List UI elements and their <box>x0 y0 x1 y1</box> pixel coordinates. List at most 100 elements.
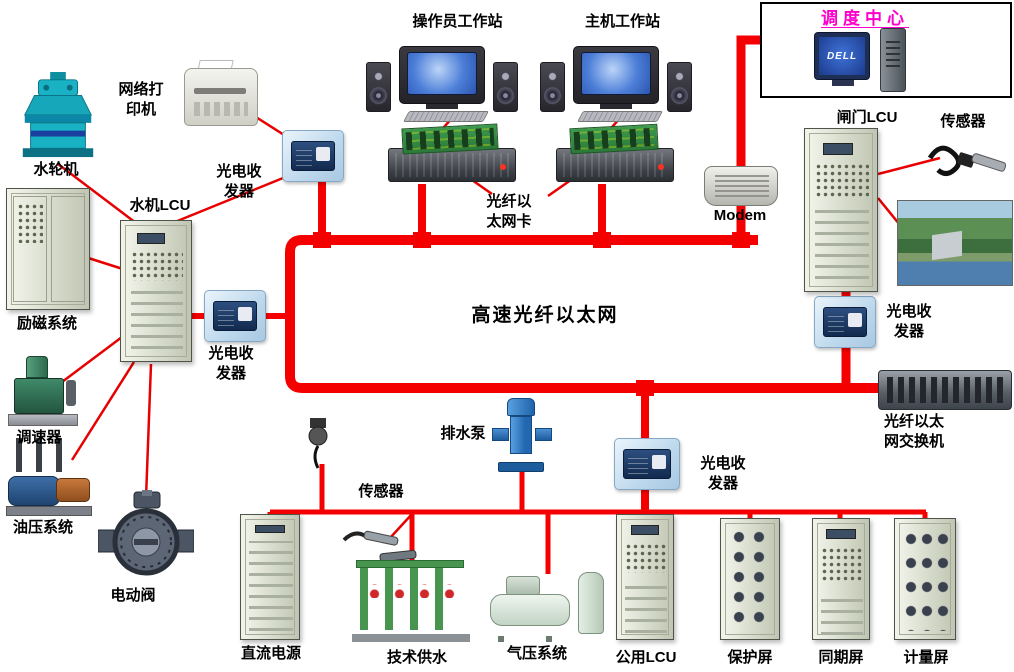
dell-logo: DELL <box>826 50 858 62</box>
label-drain-pump: 排水泵 <box>440 425 486 442</box>
keyboard <box>403 111 489 122</box>
label-fiber-switch: 光纤以太 网交换机 <box>883 413 944 450</box>
vent-rows <box>821 591 863 635</box>
label-dc-power: 直流电源 <box>240 645 301 662</box>
label-bus-title: 高速光纤以太网 <box>471 305 619 326</box>
label-fiber-nic: 光纤以 太网卡 <box>486 193 532 230</box>
printer-body <box>184 68 258 126</box>
label-governor: 调速器 <box>16 429 62 446</box>
oil-pressure-image <box>6 438 92 516</box>
label-sync-panel: 同期屏 <box>818 649 864 666</box>
operator-workstation-image <box>366 46 518 122</box>
label-host-workstation: 主机工作站 <box>584 13 660 30</box>
label-electric-valve: 电动阀 <box>110 587 156 604</box>
tank-legs <box>498 636 562 642</box>
opto-transceiver-image <box>814 296 876 348</box>
label-network-printer: 网络打 印机 <box>118 81 164 118</box>
governor-image <box>8 348 78 426</box>
transceiver-device <box>823 307 867 337</box>
label-excitation: 励磁系统 <box>16 315 77 332</box>
label-transceiver-left: 光电收 发器 <box>208 345 254 382</box>
sensor-image <box>342 530 417 563</box>
meter-grid <box>903 527 949 631</box>
network-printer-image <box>184 60 258 130</box>
button-grid <box>821 547 863 583</box>
machine-base <box>352 634 470 642</box>
fiber-nic-server-image <box>556 123 674 184</box>
label-gate-lcu: 闸门LCU <box>836 109 898 126</box>
transceiver-device <box>291 141 335 171</box>
label-transceiver-bottom: 光电收 发器 <box>700 455 746 492</box>
vertical-tank <box>578 572 604 634</box>
pump-base <box>498 462 544 472</box>
gate-lcu-cabinet <box>804 128 878 292</box>
label-sensor-bottom: 传感器 <box>358 483 404 500</box>
vent-rows <box>815 209 869 279</box>
cabinet-door <box>51 196 85 302</box>
keyboard <box>577 111 663 122</box>
speaker-icon <box>366 62 391 112</box>
monitor-stand <box>426 104 458 109</box>
monitor-screen <box>407 52 477 95</box>
monitor-screen <box>581 52 651 95</box>
sync-panel-cabinet <box>812 518 870 640</box>
label-transceiver-right: 光电收 发器 <box>886 303 932 340</box>
governor-body <box>14 378 64 414</box>
governor-cylinder <box>26 356 48 378</box>
dam-photo <box>897 200 1013 286</box>
pc-tower <box>880 28 906 92</box>
lcu-display <box>137 233 165 244</box>
fiber-switch-image <box>878 370 1012 410</box>
server-chassis <box>388 148 516 182</box>
label-tech-water: 技术供水 <box>386 649 447 666</box>
dell-monitor: DELL <box>814 32 870 80</box>
pump-motor <box>507 398 535 416</box>
monitor-stand <box>600 104 632 109</box>
crt-monitor <box>399 46 485 104</box>
drain-pump-image <box>492 398 552 472</box>
label-common-lcu: 公用LCU <box>615 649 677 666</box>
opto-transceiver-image <box>204 290 266 342</box>
host-workstation-image <box>540 46 692 122</box>
hydro-lcu-cabinet <box>120 220 192 362</box>
cabinet-door <box>13 196 47 302</box>
modem-image <box>704 166 778 206</box>
pipe-flange <box>535 428 552 441</box>
label-metering-panel: 计量屏 <box>903 649 949 666</box>
button-grid <box>131 251 183 281</box>
indicator-grid <box>729 527 773 631</box>
sensor-image <box>927 145 1007 176</box>
button-grid <box>625 543 667 573</box>
panel-display <box>826 529 856 539</box>
label-operator-workstation: 操作员工作站 <box>412 13 503 30</box>
label-protection-panel: 保护屏 <box>727 649 773 666</box>
label-sensor-right: 传感器 <box>940 113 986 130</box>
opto-transceiver-image <box>614 438 680 490</box>
water-turbine-image <box>22 72 94 158</box>
pipe <box>66 380 76 406</box>
compressor-motor <box>506 576 540 596</box>
pump-body <box>510 416 532 454</box>
oil-tank <box>8 476 60 506</box>
metering-panel-cabinet <box>894 518 956 640</box>
label-water-turbine: 水轮机 <box>33 161 79 178</box>
speaker-icon <box>493 62 518 112</box>
protection-panel-cabinet <box>720 518 780 640</box>
status-led <box>658 164 664 170</box>
lcu-display <box>823 143 853 155</box>
machine-base <box>8 414 78 426</box>
transceiver-device <box>623 449 671 479</box>
label-dispatch-center: 调度中心 <box>821 9 909 28</box>
pipes <box>16 438 76 472</box>
fiber-card-pcb <box>401 123 499 155</box>
dispatch-center-box: DELL <box>760 2 1012 98</box>
vent-rows <box>131 291 183 349</box>
paper-slot <box>194 88 246 94</box>
speaker-icon <box>667 62 692 112</box>
printer-panel <box>194 102 248 116</box>
header-pipe <box>356 560 464 568</box>
air-compressor-image <box>490 570 606 642</box>
label-modem: Modem <box>713 207 767 224</box>
sensor-image <box>308 418 328 469</box>
